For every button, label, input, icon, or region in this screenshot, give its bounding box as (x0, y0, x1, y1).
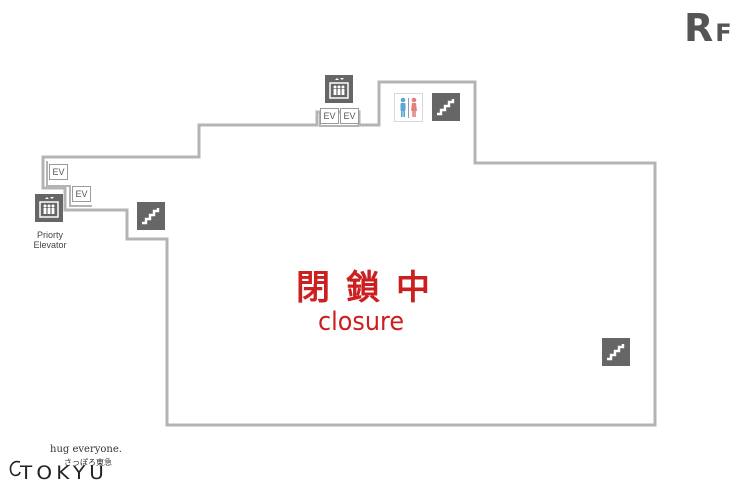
ev-box-left-1: EV (49, 164, 68, 180)
stairs-icon[interactable] (137, 202, 165, 230)
ev-box-upper-1: EV (320, 108, 339, 124)
brand-name: TOKYU (20, 462, 109, 484)
floor-outline (41, 80, 657, 427)
closure-japanese: 閉鎖中 (296, 268, 446, 308)
inner-wall-left (46, 161, 92, 207)
priority-elevator-label: Priorty Elevator (24, 230, 76, 250)
brand-store-jp: さっぽろ東急 (64, 458, 112, 467)
brand-logo: hug everyone. さっぽろ東急 TOKYU (8, 444, 148, 488)
closure-english: closure (318, 307, 405, 337)
elevator-icon[interactable] (325, 75, 353, 103)
stairs-icon[interactable] (602, 338, 630, 366)
restroom-icon[interactable] (394, 93, 423, 122)
brand-tagline: hug everyone. (50, 444, 122, 455)
ev-box-left-2: EV (72, 186, 91, 202)
priority-elevator-line1: Priorty (36, 230, 63, 240)
priority-elevator-line2: Elevator (33, 240, 67, 250)
brand-swirl-icon (9, 460, 21, 477)
stairs-icon[interactable] (432, 93, 460, 121)
ev-box-upper-2: EV (340, 108, 359, 124)
priority-elevator-icon[interactable] (35, 194, 63, 222)
floor-label-sub: F (715, 19, 734, 47)
floor-label-main: R (684, 6, 716, 50)
floor-label: RF (684, 6, 734, 50)
